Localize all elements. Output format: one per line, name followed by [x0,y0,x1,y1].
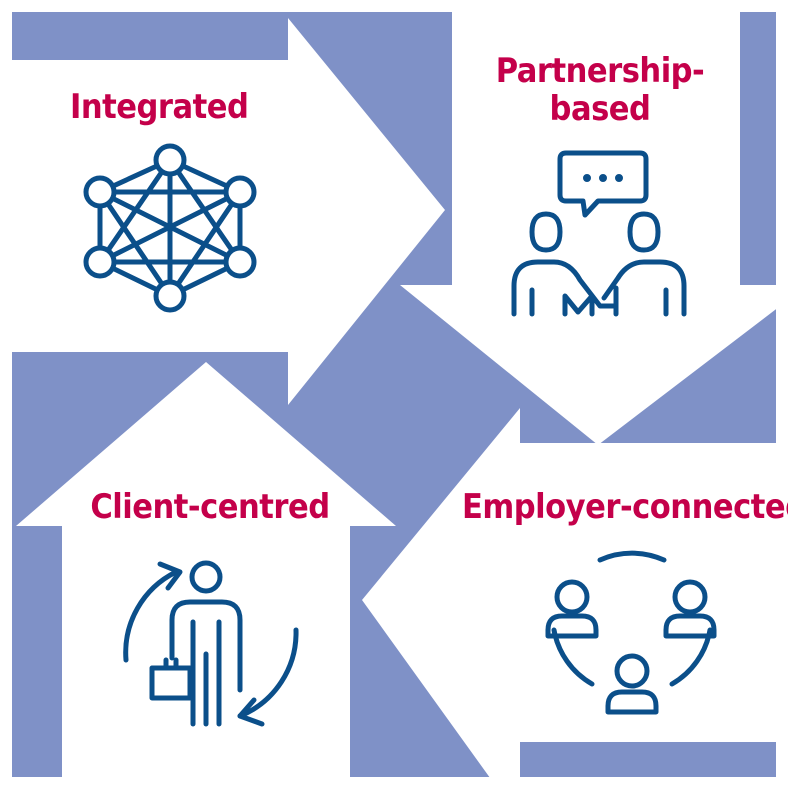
label-employer: Employer-connected [462,487,788,527]
network-icon [83,143,257,313]
arrow-employer [362,408,788,789]
arrow-client [16,362,396,789]
label-partnership-line2: based [549,89,651,129]
label-client: Client-centred [90,487,330,527]
person-cycle-icon [123,560,299,727]
arrow-integrated [0,18,445,405]
label-integrated: Integrated [70,87,249,127]
label-partnership: Partnership- based [480,52,720,128]
arrow-partnership [400,0,788,445]
label-partnership-line1: Partnership- [495,51,705,91]
handshake-chat-icon [511,150,687,317]
group-network-icon [545,550,717,715]
